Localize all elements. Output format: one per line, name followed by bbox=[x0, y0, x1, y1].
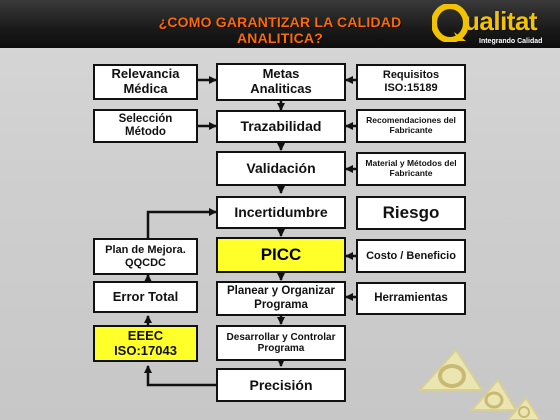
box-herramientas: Herramientas bbox=[356, 282, 466, 315]
box-riesgo: Riesgo bbox=[356, 196, 466, 230]
metas-label: Metas Analiticas bbox=[250, 66, 312, 96]
box-validacion: Validación bbox=[216, 151, 346, 186]
planear-label: Planear y Organizar Programa bbox=[226, 285, 336, 311]
material-label: Material y Métodos del Fabricante bbox=[365, 158, 457, 178]
costo-label: Costo / Beneficio bbox=[366, 249, 456, 262]
box-trazabilidad: Trazabilidad bbox=[216, 110, 346, 143]
desarrollar-label: Desarrollar y Controlar Programa bbox=[226, 331, 336, 355]
error-label: Error Total bbox=[112, 288, 179, 304]
plan-label: Plan de Mejora. QQCDC bbox=[105, 243, 186, 269]
box-requisitos: Requisitos ISO:15189 bbox=[356, 64, 466, 100]
header-bar: ¿COMO GARANTIZAR LA CALIDAD ANALITICA? u… bbox=[0, 0, 560, 48]
box-precision: Precisión bbox=[216, 368, 346, 402]
arrow-plan-incertidumbre bbox=[146, 208, 217, 238]
qualitat-logo-icon bbox=[432, 4, 468, 42]
eeec-label: EEEC ISO:17043 bbox=[114, 327, 177, 358]
box-planear-organizar: Planear y Organizar Programa bbox=[216, 281, 346, 316]
incertidumbre-label: Incertidumbre bbox=[234, 204, 328, 221]
box-metas-analiticas: Metas Analiticas bbox=[216, 63, 346, 101]
box-costo-beneficio: Costo / Beneficio bbox=[356, 239, 466, 273]
validacion-label: Validación bbox=[246, 160, 316, 177]
box-plan-de-mejora: Plan de Mejora. QQCDC bbox=[93, 238, 198, 275]
herramientas-label: Herramientas bbox=[374, 291, 448, 304]
riesgo-label: Riesgo bbox=[382, 203, 440, 223]
seleccion-label: Selección Método bbox=[118, 112, 173, 138]
arrow-precision-eeec bbox=[144, 365, 216, 387]
requisitos-label: Requisitos ISO:15189 bbox=[382, 69, 440, 94]
box-recomendaciones: Recomendaciones del Fabricante bbox=[356, 109, 466, 143]
page-title: ¿COMO GARANTIZAR LA CALIDAD ANALITICA? bbox=[158, 14, 402, 46]
box-eeec: EEEC ISO:17043 bbox=[93, 325, 198, 362]
logo-name: ualitat bbox=[464, 6, 538, 36]
box-picc: PICC bbox=[216, 237, 346, 273]
relevancia-label: Relevancia Médica bbox=[111, 66, 180, 96]
box-incertidumbre: Incertidumbre bbox=[216, 196, 346, 229]
box-material-metodos: Material y Métodos del Fabricante bbox=[356, 152, 466, 186]
box-seleccion-metodo: Selección Método bbox=[93, 109, 198, 143]
trazabilidad-label: Trazabilidad bbox=[240, 118, 322, 135]
box-desarrollar-controlar: Desarrollar y Controlar Programa bbox=[216, 325, 346, 361]
box-error-total: Error Total bbox=[93, 281, 198, 313]
decorative-logo-shapes-icon bbox=[417, 348, 542, 420]
box-relevancia-medica: Relevancia Médica bbox=[93, 64, 198, 100]
logo-subtitle: Integrando Calidad bbox=[479, 38, 543, 45]
precision-label: Precisión bbox=[249, 376, 313, 393]
picc-label: PICC bbox=[260, 245, 302, 265]
recomendaciones-label: Recomendaciones del Fabricante bbox=[366, 115, 456, 135]
